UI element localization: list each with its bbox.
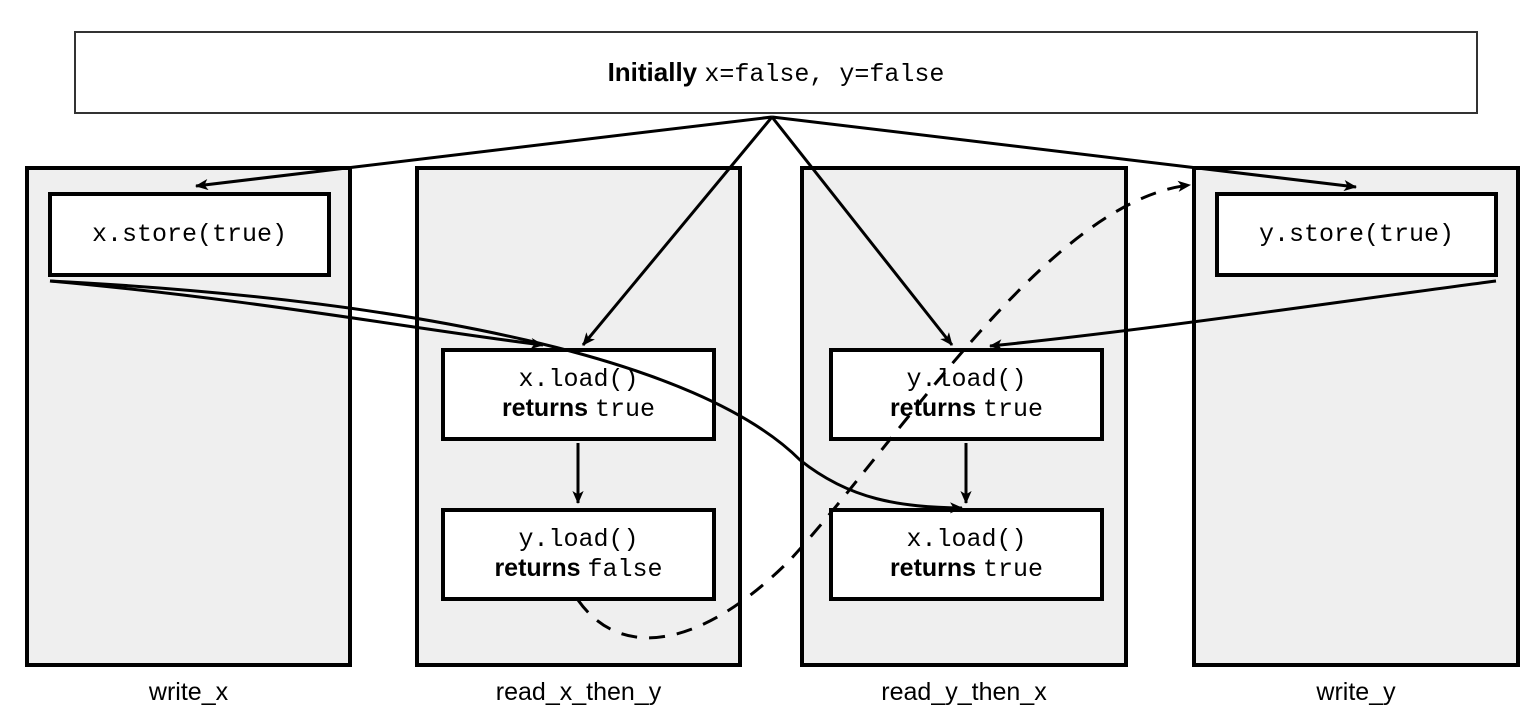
event-y-load-true: y.load() returns true bbox=[829, 348, 1104, 441]
event-result-line: returns true bbox=[502, 394, 655, 424]
return-value: true bbox=[983, 554, 1044, 584]
event-code-text: x.load() bbox=[518, 364, 639, 394]
initially-keyword: Initially bbox=[607, 56, 705, 87]
event-x-load-true-2: x.load() returns true bbox=[829, 508, 1104, 601]
event-code-line: x.load() bbox=[906, 524, 1027, 554]
event-code-line: y.load() bbox=[518, 524, 639, 554]
event-x-load-true: x.load() returns true bbox=[441, 348, 716, 441]
event-code-text: x.store(true) bbox=[91, 219, 288, 249]
event-code-text: y.load() bbox=[518, 524, 639, 554]
event-code-line: y.store(true) bbox=[1258, 219, 1455, 249]
returns-keyword: returns bbox=[494, 553, 588, 582]
return-value: true bbox=[595, 394, 656, 424]
event-code-text: y.store(true) bbox=[1258, 219, 1455, 249]
initial-condition-box: Initially x=false, y=false bbox=[74, 31, 1478, 114]
lane-label-write-x: write_x bbox=[148, 678, 229, 706]
returns-keyword: returns bbox=[889, 553, 984, 582]
event-code-line: x.store(true) bbox=[91, 219, 288, 249]
return-value: true bbox=[983, 394, 1044, 424]
event-code-line: y.load() bbox=[906, 364, 1027, 394]
returns-keyword: returns bbox=[501, 393, 596, 422]
lane-label-read-y-then-x: read_y_then_x bbox=[881, 678, 1047, 706]
initial-values-code: x=false, y=false bbox=[704, 59, 945, 89]
event-y-store-true: y.store(true) bbox=[1215, 192, 1498, 277]
event-result-line: returns true bbox=[890, 394, 1043, 424]
lane-label-read-x-then-y: read_x_then_y bbox=[495, 678, 662, 706]
event-code-text: x.load() bbox=[906, 524, 1027, 554]
return-value: false bbox=[587, 554, 663, 584]
event-x-store-true: x.store(true) bbox=[48, 192, 331, 277]
lane-label-write-y: write_y bbox=[1316, 678, 1396, 706]
initial-condition-text: Initially x=false, y=false bbox=[608, 57, 945, 89]
event-y-load-false: y.load() returns false bbox=[441, 508, 716, 601]
event-result-line: returns false bbox=[494, 554, 662, 584]
event-result-line: returns true bbox=[890, 554, 1043, 584]
returns-keyword: returns bbox=[889, 393, 984, 422]
event-code-text: y.load() bbox=[906, 364, 1027, 394]
event-code-line: x.load() bbox=[518, 364, 639, 394]
